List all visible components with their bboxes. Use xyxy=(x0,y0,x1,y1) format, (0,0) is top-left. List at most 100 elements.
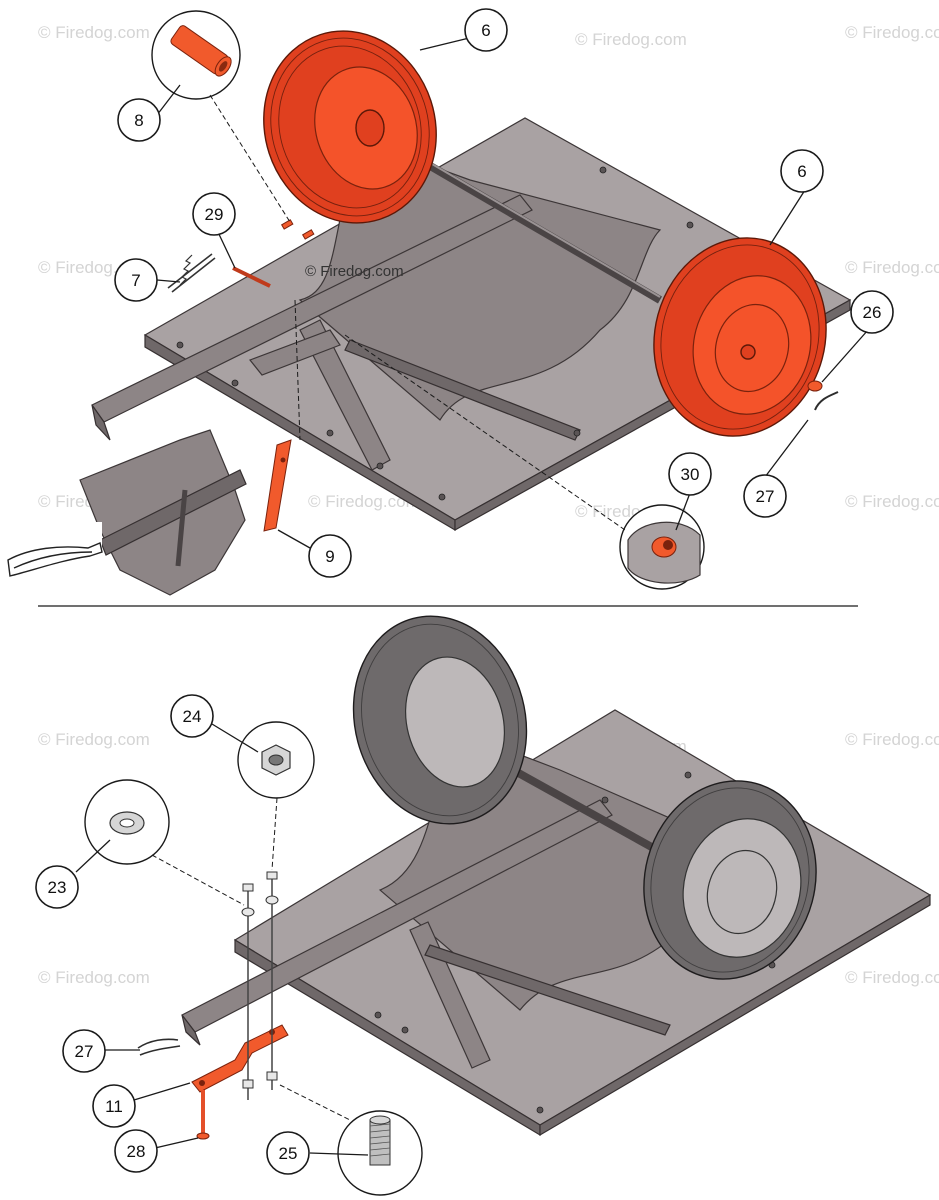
top-leaders xyxy=(156,29,869,549)
wheel-hub xyxy=(355,109,385,147)
bolt xyxy=(326,429,334,437)
watermark: © Firedog.com xyxy=(845,258,939,277)
callout-label: 25 xyxy=(279,1144,298,1163)
bolt xyxy=(374,1011,382,1019)
bolt xyxy=(401,1026,409,1034)
callout-25: 25 xyxy=(266,1131,310,1175)
bolt xyxy=(686,221,694,229)
callout-24: 24 xyxy=(170,694,214,738)
bolt xyxy=(599,166,607,174)
tire-tread xyxy=(270,37,430,217)
frame-brace xyxy=(409,921,491,1069)
deck-bolts xyxy=(176,166,694,501)
link-hole xyxy=(280,457,286,463)
nut xyxy=(266,871,278,880)
watermark: © Firedog.com xyxy=(38,968,150,987)
callout-11: 11 xyxy=(92,1084,136,1128)
bolt-part-25-top xyxy=(369,1115,391,1125)
callout-label: 8 xyxy=(134,111,143,130)
callout-6-left: 6 xyxy=(464,8,508,52)
pliers-icon xyxy=(7,542,103,577)
washer xyxy=(265,895,279,905)
callout-label: 28 xyxy=(127,1142,146,1161)
tow-tongue-side xyxy=(181,1014,201,1046)
deck-plate-edge-right xyxy=(539,893,931,1137)
watermark: © Firedog.com xyxy=(575,30,687,49)
tire-tread xyxy=(361,623,519,817)
callout-23: 23 xyxy=(35,865,79,909)
callout-label: 27 xyxy=(75,1042,94,1061)
watermark: © Firedog.com xyxy=(308,492,420,511)
callout-label: 6 xyxy=(481,21,490,40)
spring-part-7-coil xyxy=(179,254,193,286)
callout-29: 29 xyxy=(192,192,236,236)
washer-part-26 xyxy=(807,380,823,392)
bolt xyxy=(536,1106,544,1114)
callout-9: 9 xyxy=(308,534,352,578)
callout-27-top: 27 xyxy=(743,474,787,518)
bolt xyxy=(231,379,239,387)
nut xyxy=(242,883,254,892)
nut-bore xyxy=(268,754,284,766)
watermark: © Firedog.com xyxy=(38,730,150,749)
washer-bore xyxy=(119,818,135,828)
center-watermark: © Firedog.com xyxy=(305,263,404,280)
bolt xyxy=(176,341,184,349)
bracket-hole xyxy=(199,1080,205,1086)
tire-tread xyxy=(278,45,422,209)
bolt xyxy=(438,493,446,501)
callout-28: 28 xyxy=(114,1129,158,1173)
wheel-rim-inner xyxy=(706,849,778,935)
watermark: © Firedog.com xyxy=(845,492,939,511)
bushing-bore xyxy=(663,540,673,550)
bolt-head xyxy=(266,1071,278,1081)
pin-small xyxy=(301,229,315,240)
pliers-inset xyxy=(7,429,247,596)
callout-30: 30 xyxy=(668,452,712,496)
bolt xyxy=(376,462,384,470)
inset-link xyxy=(175,489,188,567)
callout-label: 24 xyxy=(183,707,202,726)
callout-label: 23 xyxy=(48,878,67,897)
washer xyxy=(241,907,255,917)
tire-tread xyxy=(650,787,810,973)
callout-label: 30 xyxy=(681,465,700,484)
watermark: © Firedog.com xyxy=(38,23,150,42)
bolt xyxy=(573,429,581,437)
tire-tread xyxy=(660,244,820,430)
watermark: © Firedog.com xyxy=(845,968,939,987)
callout-label: 7 xyxy=(131,271,140,290)
inset-tongue xyxy=(99,469,247,556)
bolt xyxy=(601,796,609,804)
hairpin-part-27 xyxy=(137,1038,181,1056)
deck-bolts xyxy=(374,771,776,1114)
frame-brace-2 xyxy=(249,329,341,376)
bolt-head xyxy=(242,1079,254,1089)
bottom-assembly: 24 23 27 11 28 25 xyxy=(35,615,932,1196)
right-wheel-highlighted xyxy=(653,237,827,437)
tow-tongue-side xyxy=(91,404,111,441)
bottom-leaders xyxy=(75,723,369,1156)
watermark: © Firedog.com xyxy=(845,23,939,42)
wheel-rim xyxy=(404,656,506,788)
frame-brace xyxy=(299,319,391,471)
callout-label: 6 xyxy=(797,162,806,181)
right-wheel xyxy=(643,780,817,980)
bolt xyxy=(684,771,692,779)
pin-part-29 xyxy=(232,266,271,288)
callout-label: 27 xyxy=(756,487,775,506)
cross-rail xyxy=(344,339,581,441)
callout-26: 26 xyxy=(850,290,894,334)
pin-small xyxy=(280,219,294,230)
hairpin-part-27 xyxy=(814,391,839,411)
bracket-part-11 xyxy=(191,1024,289,1093)
left-wheel xyxy=(352,615,528,825)
wheel-hub xyxy=(740,344,756,360)
callout-7: 7 xyxy=(114,258,158,302)
top-assembly: © Firedog.com 6 8 29 xyxy=(7,8,894,596)
callout-label: 26 xyxy=(863,303,882,322)
callout-label: 11 xyxy=(105,1097,123,1116)
callout-27-bottom: 27 xyxy=(62,1029,106,1073)
spring-part-7 xyxy=(167,253,216,293)
